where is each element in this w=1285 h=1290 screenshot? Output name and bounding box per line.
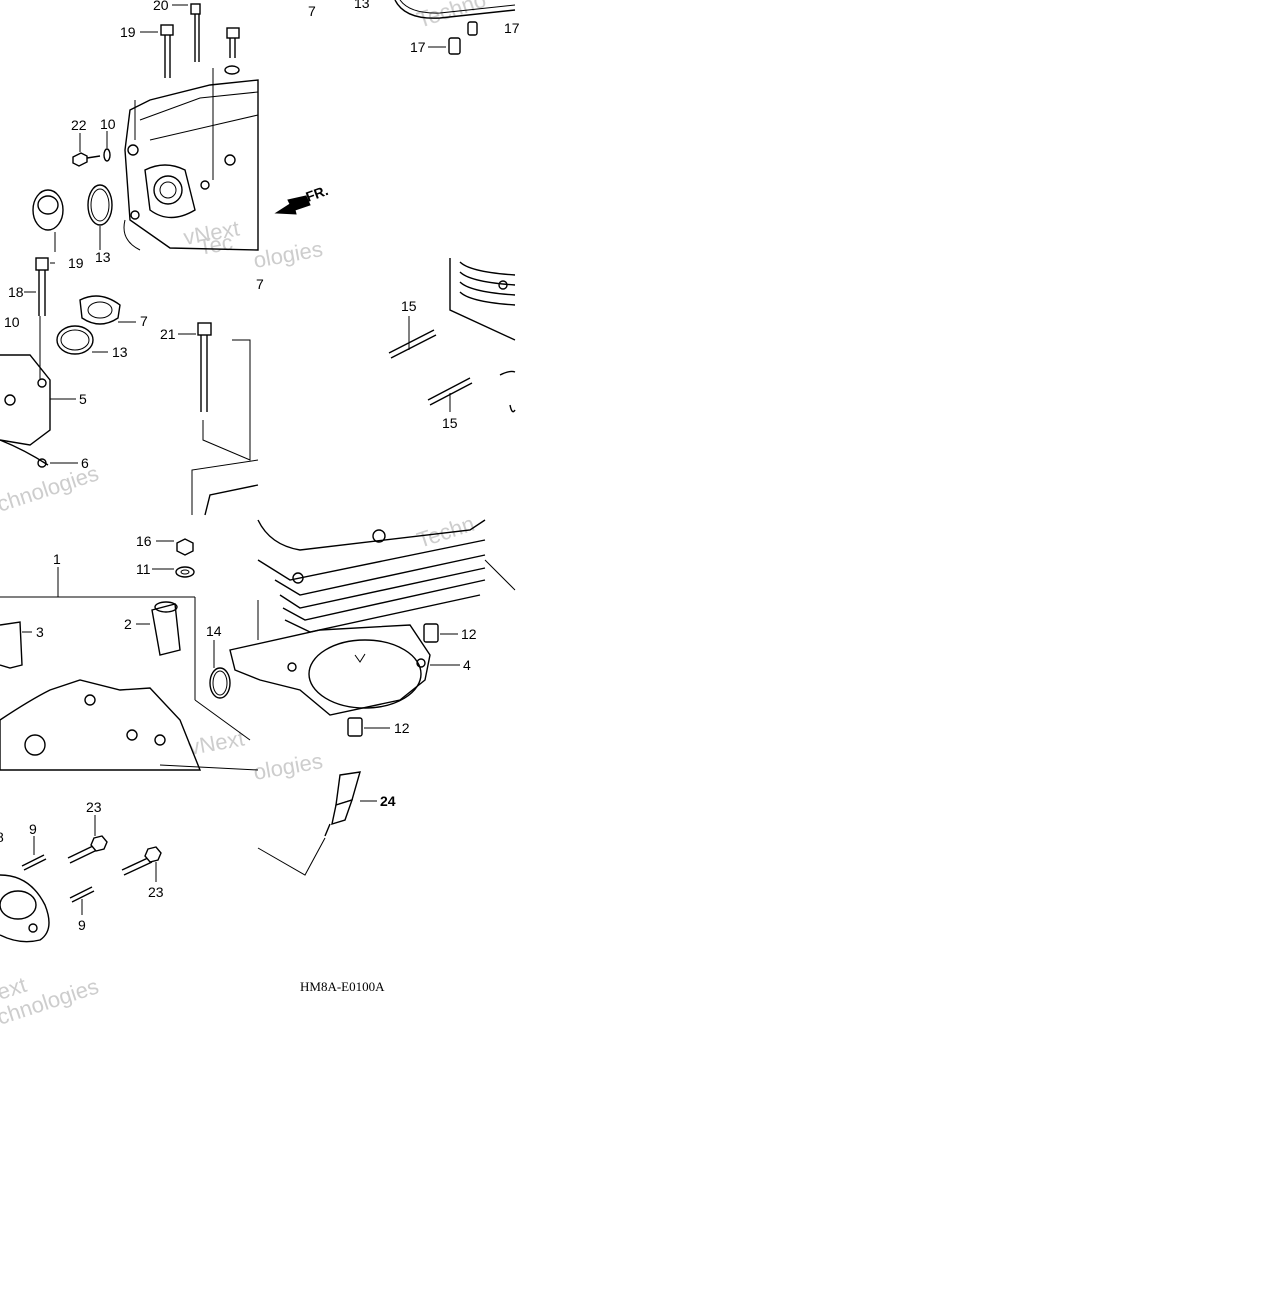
callout-label: 17 [410, 39, 426, 55]
leader-lines [33, 800, 377, 915]
callout-label: 22 [71, 117, 87, 133]
watermark-group: Techno vNext Tec ologies chnologies Tech… [0, 0, 489, 1030]
callout-label: 19 [68, 255, 84, 271]
callout-label: 1 [53, 551, 61, 567]
cylinder-head-assembly [0, 519, 516, 771]
callout-label: 13 [112, 344, 128, 360]
callout-label: 13 [95, 249, 111, 265]
callout-label: 7 [308, 3, 316, 19]
callout-label: 5 [79, 391, 87, 407]
callout-label: 23 [86, 799, 102, 815]
callout-label: 16 [136, 533, 152, 549]
callout-label: 13 [354, 0, 370, 11]
callout-label: 12 [461, 626, 477, 642]
callout-label: 12 [394, 720, 410, 736]
callout-label: 14 [206, 623, 222, 639]
front-arrow-icon [274, 195, 311, 215]
callout-label: 2 [124, 616, 132, 632]
head-cover-assembly: FR. [32, 0, 516, 251]
cover-side-assembly [0, 257, 516, 516]
callout-label: 10 [4, 314, 20, 330]
watermark-text: Techn [414, 511, 478, 553]
watermark-text: Tec [197, 229, 235, 260]
callout-label: 8 [0, 829, 4, 845]
leader-lines [24, 262, 451, 464]
callout-label: 9 [78, 917, 86, 933]
intake-and-plug-assembly [0, 771, 361, 943]
callout-label: 15 [401, 298, 417, 314]
callout-label: 10 [100, 116, 116, 132]
watermark-text: ologies [252, 236, 325, 273]
callout-label: 4 [463, 657, 471, 673]
leader-lines [54, 4, 446, 252]
drawing-code: HM8A-E0100A [300, 979, 385, 994]
callout-label: 23 [148, 884, 164, 900]
callout-label: 11 [136, 561, 151, 577]
callout-label: 24 [380, 793, 396, 809]
front-marker-label: FR. [304, 182, 331, 205]
callout-label: 9 [29, 821, 37, 837]
callout-label: 7 [256, 276, 264, 292]
callout-label: 7 [140, 313, 148, 329]
callout-label: 15 [442, 415, 458, 431]
callout-label: 21 [160, 326, 176, 342]
leader-lines [22, 540, 460, 729]
callout-label: 6 [81, 455, 89, 471]
callout-label: 3 [36, 624, 44, 640]
callout-label: 17 [504, 20, 520, 36]
callout-label: 20 [153, 0, 169, 13]
watermark-text: ologies [252, 748, 325, 785]
callout-label: 19 [120, 24, 136, 40]
callout-label: 18 [8, 284, 24, 300]
